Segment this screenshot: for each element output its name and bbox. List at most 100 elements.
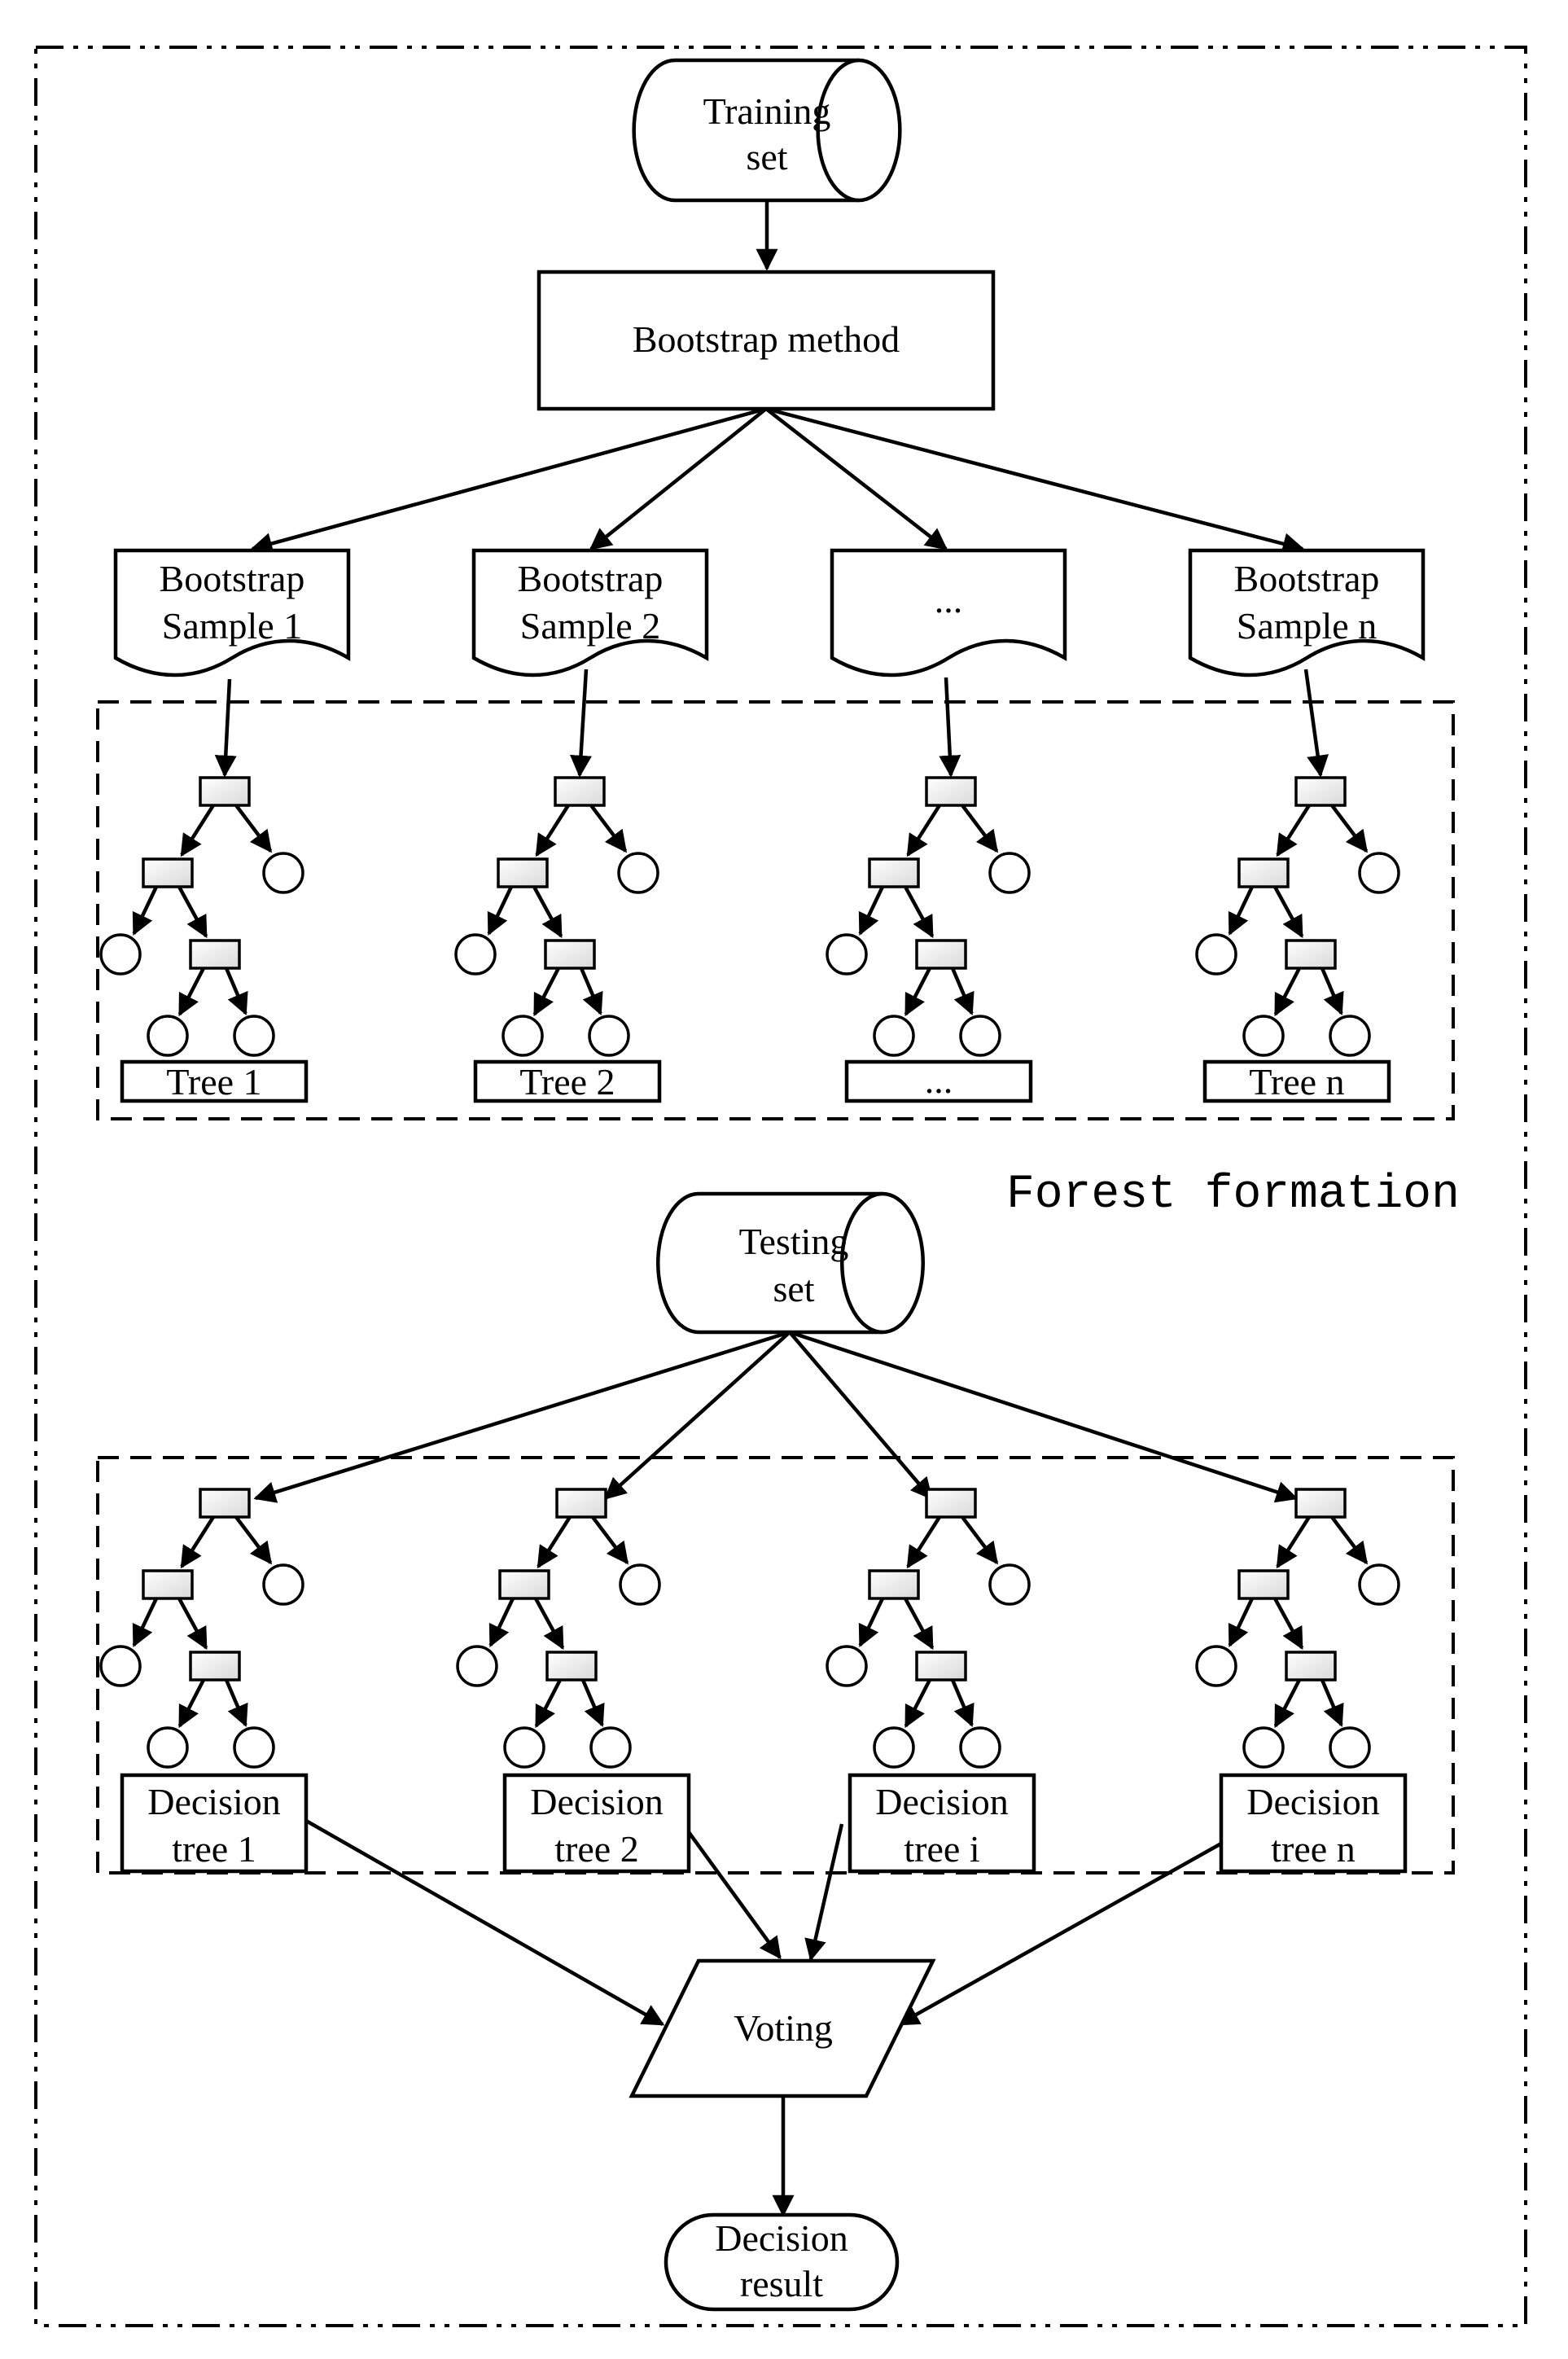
tree-edge <box>904 1597 935 1651</box>
tree-split-node <box>1237 857 1290 888</box>
tree-leaf-node <box>233 1726 275 1769</box>
tree-leaf-node <box>589 1726 632 1769</box>
forest-formation-frame <box>96 700 1455 1120</box>
arrow-sample-3-to-tree <box>939 677 961 778</box>
arrow-tree-n-to-voting <box>896 1842 1223 2026</box>
tree-glyph <box>826 1488 1031 1769</box>
decision-tree-box-i: Decision tree i <box>848 1773 1036 1874</box>
tree-edge <box>579 967 603 1015</box>
tree-split-node <box>555 1488 607 1519</box>
tree-leaf-node <box>873 1015 915 1057</box>
testing-set-label-line2: set <box>773 1268 814 1309</box>
decision-tree-2-line2: tree 2 <box>554 1828 638 1870</box>
arrow-sample-n-to-tree <box>1303 669 1329 778</box>
tree-split-node <box>925 776 977 807</box>
tree-edge <box>224 1679 248 1727</box>
arrow-sample-1-to-tree <box>214 678 237 778</box>
voting-node: Voting <box>629 1958 936 2098</box>
tree-edge <box>234 1515 273 1565</box>
tree-edge <box>1228 886 1255 936</box>
sample-3-line1: ... <box>935 579 963 620</box>
arrow-tree-1-to-voting <box>304 1819 665 2026</box>
tree-label-2-text: Tree 2 <box>519 1061 615 1103</box>
bootstrap-sample-1: Bootstrap Sample 1 <box>113 548 351 677</box>
tree-edge <box>487 886 514 936</box>
tree-edge <box>904 1678 931 1729</box>
tree-split-node <box>925 1488 977 1519</box>
bootstrap-sample-2: Bootstrap Sample 2 <box>471 548 709 677</box>
decision-tree-box-n: Decision tree n <box>1219 1773 1408 1874</box>
tree-edge <box>950 1679 975 1727</box>
decision-result-line1: Decision <box>715 2217 848 2259</box>
arrow-bootstrap-to-sample-3 <box>764 407 948 550</box>
tree-split-node <box>498 1569 550 1600</box>
tree-edge <box>1273 1678 1301 1729</box>
tree-leaf-node <box>233 1015 275 1057</box>
tree-label-1-text: Tree 1 <box>166 1061 261 1103</box>
tree-edge <box>177 885 208 939</box>
decision-tree-i-line1: Decision <box>875 1781 1009 1822</box>
tree-edge <box>1320 967 1344 1015</box>
forest-trees <box>99 776 1400 1057</box>
tree-edge <box>177 1597 208 1651</box>
tree-leaf-node <box>959 1015 1001 1057</box>
tree-leaf-node <box>1358 852 1400 894</box>
tree-edge <box>132 886 159 936</box>
tree-edge <box>234 804 273 853</box>
tree-label-1: Tree 1 <box>120 1059 309 1103</box>
tree-leaf-node <box>1242 1726 1285 1769</box>
tree-leaf-node <box>1329 1015 1371 1057</box>
tree-leaf-node <box>1195 1645 1237 1687</box>
tree-leaf-node <box>1358 1563 1400 1606</box>
tree-label-3: ... <box>844 1059 1033 1103</box>
testing-set-node: Testing set <box>656 1191 925 1335</box>
tree-glyph <box>1195 1488 1400 1769</box>
bootstrap-sample-n: Bootstrap Sample n <box>1188 548 1426 677</box>
decision-tree-n-line2: tree n <box>1271 1828 1355 1870</box>
decision-tree-n-line1: Decision <box>1246 1781 1380 1822</box>
tree-leaf-node <box>826 1645 868 1687</box>
tree-split-node <box>545 1651 598 1682</box>
tree-split-node <box>189 1651 241 1682</box>
decision-result-line2: result <box>740 2263 823 2304</box>
tree-split-node <box>544 939 596 970</box>
tree-edge <box>532 885 563 939</box>
tree-edge <box>1330 1515 1369 1565</box>
tree-edge <box>488 1598 515 1648</box>
tree-leaf-node <box>454 933 497 976</box>
tree-split-node <box>915 1651 967 1682</box>
arrow-testing-to-tree-i <box>788 1331 933 1501</box>
tree-split-node <box>142 857 194 888</box>
tree-edge <box>589 804 628 853</box>
arrow-testing-to-tree-n <box>789 1330 1299 1503</box>
sample-1-line1: Bootstrap <box>160 558 305 599</box>
tree-edge <box>961 1515 999 1565</box>
tree-edge <box>180 1515 215 1569</box>
tree-leaf-node <box>147 1726 189 1769</box>
testing-frame <box>96 1456 1455 1874</box>
tree-edge <box>1276 1515 1311 1569</box>
bootstrap-method-label: Bootstrap method <box>633 318 900 360</box>
tree-glyph <box>456 1488 661 1769</box>
tree-leaf-node <box>501 1015 544 1057</box>
decision-result-node: Decision result <box>664 2212 900 2312</box>
tree-glyph <box>1195 776 1400 1057</box>
sample-1-line2: Sample 1 <box>162 605 302 647</box>
tree-edge <box>950 967 975 1015</box>
arrow-sample-2-to-tree <box>570 669 592 778</box>
tree-glyph <box>99 776 304 1057</box>
tree-split-node <box>1294 776 1347 807</box>
arrow-bootstrap-to-sample-2 <box>589 407 768 550</box>
decision-trees <box>99 1488 1400 1769</box>
tree-edge <box>904 967 931 1017</box>
tree-split-node <box>915 939 967 970</box>
tree-leaf-node <box>619 1563 661 1606</box>
tree-leaf-node <box>988 1563 1031 1606</box>
tree-leaf-node <box>588 1015 630 1057</box>
arrow-bootstrap-to-sample-1 <box>250 406 767 555</box>
tree-leaf-node <box>617 852 659 894</box>
tree-leaf-node <box>99 1645 142 1687</box>
tree-edge <box>180 804 215 857</box>
tree-edge <box>961 804 999 853</box>
